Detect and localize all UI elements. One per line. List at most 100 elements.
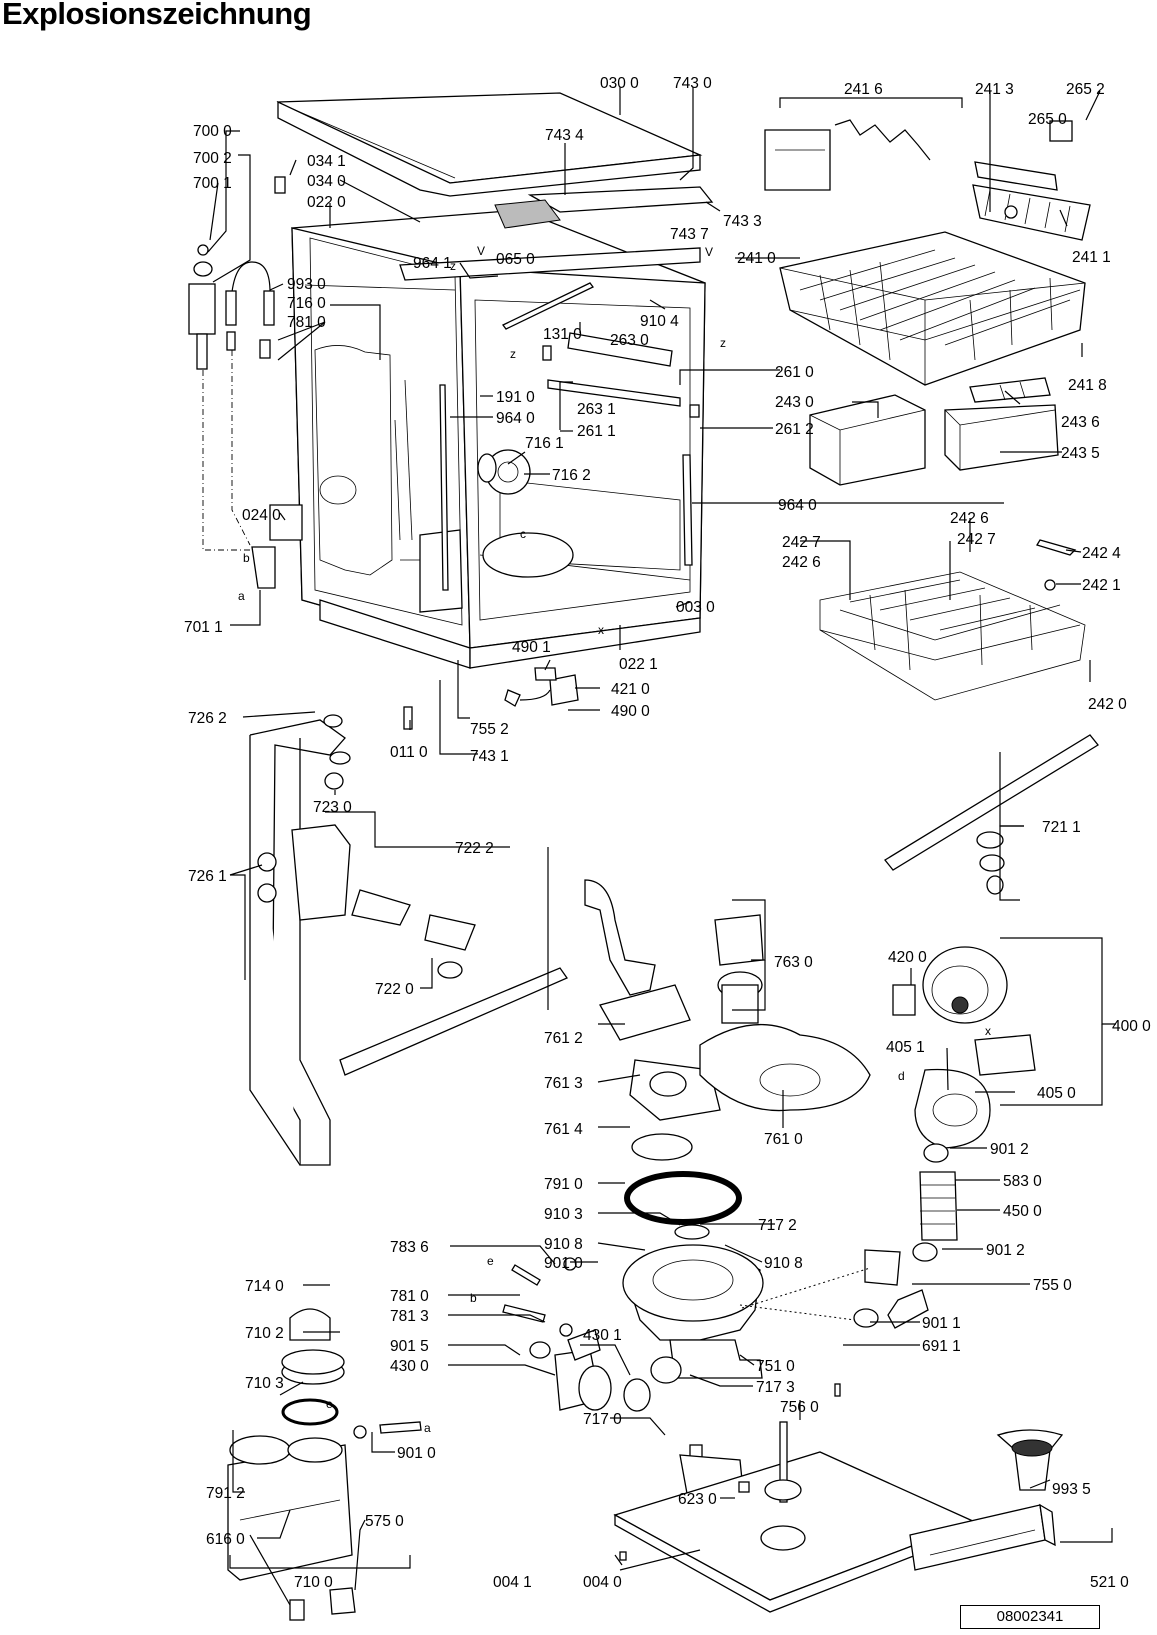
part-label: 263 1 bbox=[577, 401, 616, 418]
part-label: 242 4 bbox=[1082, 545, 1121, 562]
part-label: 490 1 bbox=[512, 639, 551, 656]
part-label: 910 8 bbox=[544, 1236, 583, 1253]
part-label: 726 1 bbox=[188, 868, 227, 885]
part-label: 910 3 bbox=[544, 1206, 583, 1223]
part-label: 024 0 bbox=[242, 507, 281, 524]
part-label: 242 6 bbox=[950, 510, 989, 527]
part-label: 034 1 bbox=[307, 153, 346, 170]
part-label: 717 3 bbox=[756, 1379, 795, 1396]
marker-z: z bbox=[720, 336, 726, 350]
part-label: 421 0 bbox=[611, 681, 650, 698]
part-label: 763 0 bbox=[774, 954, 813, 971]
part-label: 034 0 bbox=[307, 173, 346, 190]
part-label: 131 0 bbox=[543, 326, 582, 343]
part-label: 901 2 bbox=[986, 1242, 1025, 1259]
part-label: 710 2 bbox=[245, 1325, 284, 1342]
part-label: 004 1 bbox=[493, 1574, 532, 1591]
part-label: 761 4 bbox=[544, 1121, 583, 1138]
part-label: 901 0 bbox=[397, 1445, 436, 1462]
part-label: 993 5 bbox=[1052, 1481, 1091, 1498]
drain-pump-part bbox=[502, 1264, 612, 1411]
part-label: 743 7 bbox=[670, 226, 709, 243]
part-label: 241 6 bbox=[844, 81, 883, 98]
part-label: 241 3 bbox=[975, 81, 1014, 98]
page-title: Explosionszeichnung bbox=[2, 0, 312, 31]
part-label: 521 0 bbox=[1090, 1574, 1129, 1591]
pump-motor-part bbox=[892, 946, 1036, 1149]
part-label: 242 7 bbox=[957, 531, 996, 548]
part-label: 751 0 bbox=[756, 1358, 795, 1375]
part-label: 243 5 bbox=[1061, 445, 1100, 462]
part-label: 022 1 bbox=[619, 656, 658, 673]
part-label: 022 0 bbox=[307, 194, 346, 211]
part-label: 011 0 bbox=[390, 744, 428, 761]
spray-pipe-part bbox=[249, 714, 568, 1166]
part-label: 616 0 bbox=[206, 1531, 245, 1548]
part-label: 242 6 bbox=[782, 554, 821, 571]
part-label: 993 0 bbox=[287, 276, 326, 293]
part-label: 003 0 bbox=[676, 599, 715, 616]
marker-a: a bbox=[238, 589, 245, 603]
part-label: 964 0 bbox=[778, 497, 817, 514]
part-label: 721 1 bbox=[1042, 819, 1081, 836]
marker-v: V bbox=[705, 245, 713, 259]
part-label: 755 0 bbox=[1033, 1277, 1072, 1294]
part-label: 722 0 bbox=[375, 981, 414, 998]
part-label: 783 6 bbox=[390, 1239, 429, 1256]
cutlery-basket-part bbox=[809, 377, 1059, 486]
part-label: 691 1 bbox=[922, 1338, 961, 1355]
tub-cabinet-part bbox=[269, 199, 706, 669]
marker-v: V bbox=[477, 244, 485, 258]
marker-e: e bbox=[487, 1254, 494, 1268]
part-label: 700 0 bbox=[193, 123, 232, 140]
circulation-pump-part bbox=[739, 1143, 958, 1329]
marker-b: b bbox=[470, 1291, 477, 1305]
part-label: 901 2 bbox=[990, 1141, 1029, 1158]
marker-d: d bbox=[898, 1069, 905, 1083]
lower-basket-part bbox=[819, 539, 1086, 701]
inlet-valve-part bbox=[188, 176, 286, 589]
part-label: 261 2 bbox=[775, 421, 814, 438]
part-label: 964 0 bbox=[496, 410, 535, 427]
marker-x: x bbox=[598, 623, 604, 637]
part-label: 243 0 bbox=[775, 394, 814, 411]
part-label: 490 0 bbox=[611, 703, 650, 720]
part-label: 242 0 bbox=[1088, 696, 1127, 713]
water-softener-part bbox=[227, 1308, 422, 1621]
part-label: 901 5 bbox=[390, 1338, 429, 1355]
part-label: 723 0 bbox=[313, 799, 352, 816]
worktop-lid-part bbox=[276, 92, 714, 213]
part-label: 004 0 bbox=[583, 1574, 622, 1591]
part-label: 243 6 bbox=[1061, 414, 1100, 431]
part-label: 265 2 bbox=[1066, 81, 1105, 98]
part-label: 405 0 bbox=[1037, 1085, 1076, 1102]
marker-z: z bbox=[510, 347, 516, 361]
part-label: 030 0 bbox=[600, 75, 639, 92]
part-label: 743 1 bbox=[470, 748, 509, 765]
part-label: 716 2 bbox=[552, 467, 591, 484]
part-label: 400 0 bbox=[1112, 1018, 1151, 1035]
part-label: 716 1 bbox=[525, 435, 564, 452]
part-label: 761 3 bbox=[544, 1075, 583, 1092]
part-label: 781 0 bbox=[390, 1288, 429, 1305]
part-label: 755 2 bbox=[470, 721, 509, 738]
part-label: 265 0 bbox=[1028, 111, 1067, 128]
part-label: 420 0 bbox=[888, 949, 927, 966]
base-pan-part bbox=[613, 1421, 977, 1613]
part-label: 065 0 bbox=[496, 251, 535, 268]
part-label: 242 1 bbox=[1082, 577, 1121, 594]
part-label: 430 0 bbox=[390, 1358, 429, 1375]
part-label: 901 0 bbox=[544, 1255, 583, 1272]
part-label: 242 7 bbox=[782, 534, 821, 551]
upper-spray-arm-part bbox=[884, 734, 1099, 895]
marker-c: c bbox=[520, 527, 526, 541]
part-label: 263 0 bbox=[610, 332, 649, 349]
part-label: 722 2 bbox=[455, 840, 494, 857]
part-label: 710 0 bbox=[294, 1574, 333, 1591]
marker-b: b bbox=[243, 551, 250, 565]
part-label: 717 2 bbox=[758, 1217, 797, 1234]
part-label: 575 0 bbox=[365, 1513, 404, 1530]
part-label: 701 1 bbox=[184, 619, 223, 636]
part-label: 261 0 bbox=[775, 364, 814, 381]
